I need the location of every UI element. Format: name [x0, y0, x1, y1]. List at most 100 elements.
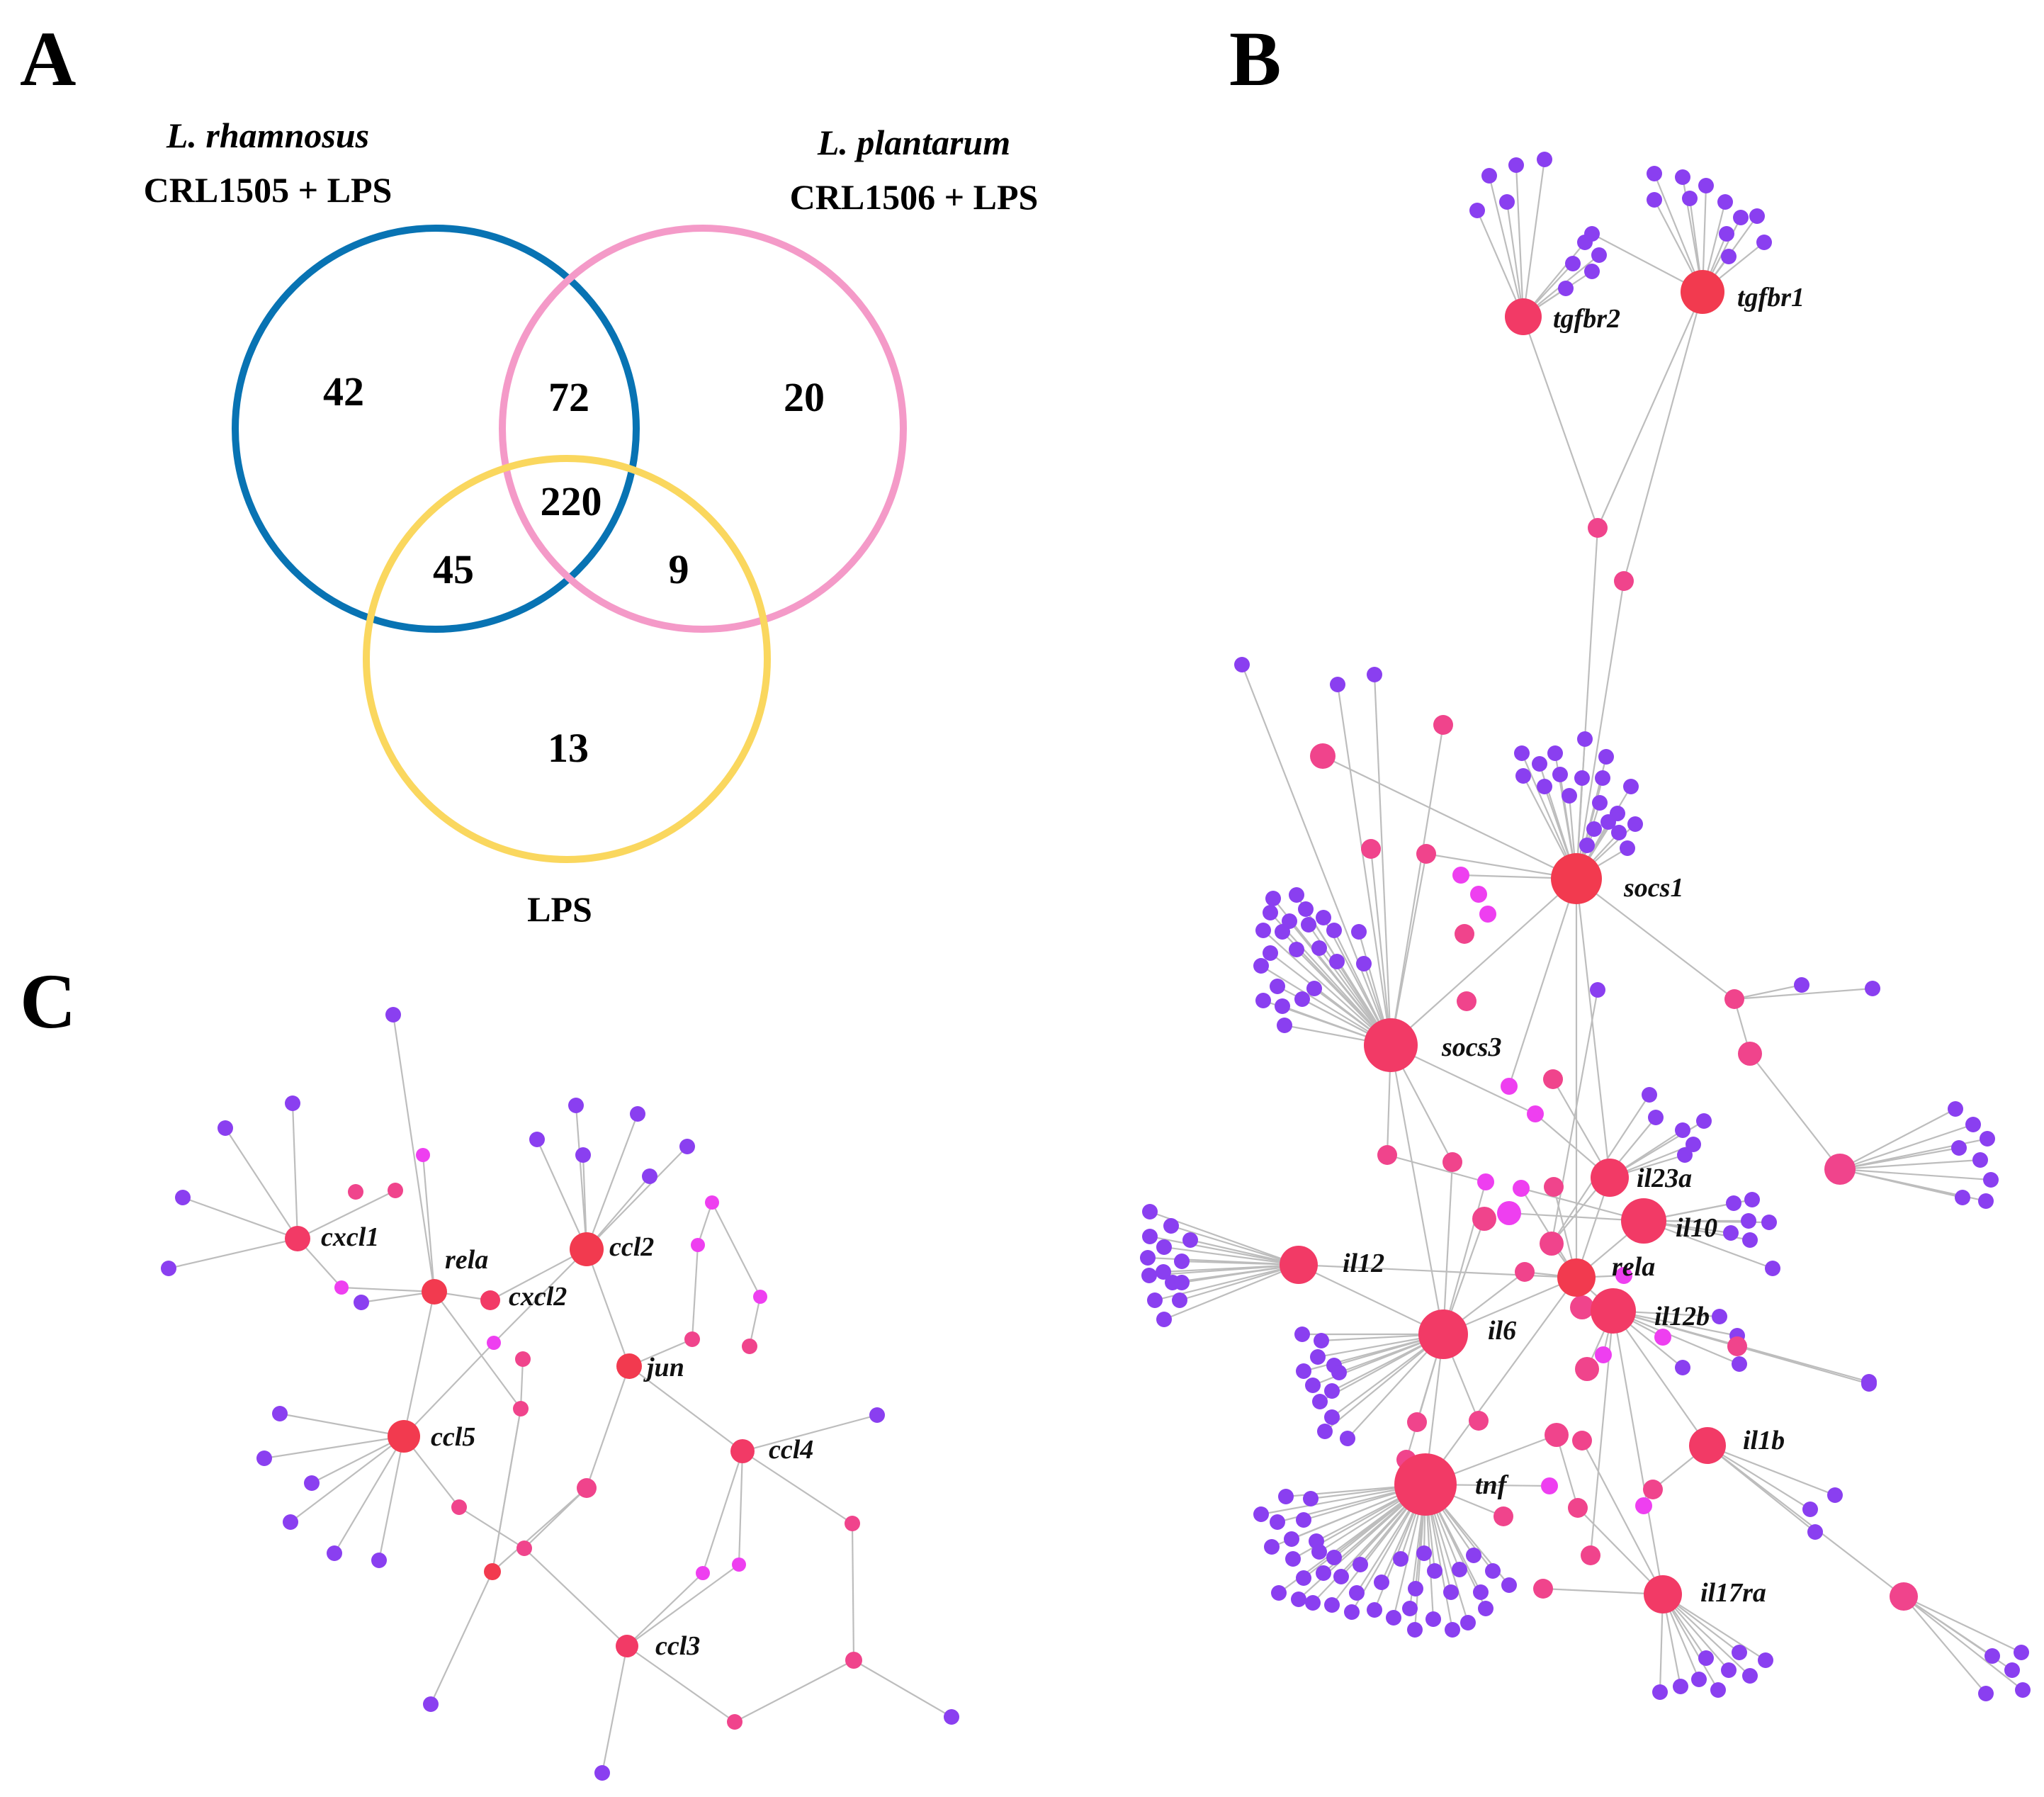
leaf-node-tnf — [1278, 1489, 1294, 1504]
gene-label-tgfbr2: tgfbr2 — [1553, 304, 1620, 334]
venn-label-plantarum-species: L. plantarum — [817, 123, 1010, 162]
leaf-node-tnf — [1349, 1585, 1365, 1601]
leaf-node-il10 — [1761, 1215, 1777, 1230]
leaf-node-tgfbr1 — [1698, 178, 1714, 193]
leaf-node-mid-right — [1972, 1152, 1988, 1168]
venn-count-all-three: 220 — [541, 478, 602, 524]
hub-node-c-cxcl1 — [285, 1226, 310, 1251]
edge-network-c — [748, 1296, 762, 1347]
leaf-node-lower-right-c — [944, 1709, 959, 1725]
leaf-node-ccl5 — [256, 1450, 272, 1466]
leaf-node-cxcl1 — [175, 1190, 191, 1205]
leaf-node-cxcl1 — [218, 1120, 233, 1136]
intermediate-node-c — [484, 1563, 501, 1580]
leaf-node-mid-right — [1978, 1193, 1994, 1209]
edge-network-c — [691, 1244, 699, 1340]
leaf-node-mid-right — [1983, 1172, 1999, 1188]
leaf-node-tnf — [1402, 1601, 1418, 1616]
leaf-node-il17ra — [1691, 1672, 1707, 1687]
edge-network-b — [1581, 1440, 1664, 1595]
leaf-node-il10 — [1741, 1213, 1756, 1229]
leaf-node-lower-right — [1984, 1648, 2000, 1664]
edge-mid-leaf — [1734, 984, 1802, 1001]
network-b-labels: tgfbr2 tgfbr1 socs1 socs3 il23a il10 il1… — [1343, 283, 1805, 1608]
leaf-node-socs1 — [1620, 840, 1635, 856]
leaf-node-il10 — [1744, 1192, 1760, 1207]
leaf-node-ccl5 — [327, 1545, 342, 1561]
edge-ccl2-leaf — [575, 1105, 588, 1250]
gene-label-socs3: socs3 — [1441, 1032, 1501, 1062]
edge-cxcl1-leaf — [225, 1127, 298, 1239]
leaf-node-tnf — [1443, 1584, 1459, 1600]
edge-network-b — [1613, 1310, 1708, 1446]
leaf-node-socs1 — [1515, 768, 1531, 784]
hub-node-b-tgfbr2 — [1505, 298, 1542, 335]
leaf-node-socs3 — [1275, 998, 1290, 1014]
leaf-node-socs3 — [1298, 901, 1314, 917]
leaf-node-socs1 — [1579, 838, 1595, 853]
edge-ccl3-leaf — [601, 1645, 628, 1774]
edge-network-b — [1622, 291, 1704, 582]
leaf-node-socs3 — [1253, 958, 1269, 974]
edge-network-c — [626, 1572, 704, 1647]
edge-mid-right-leaf — [1839, 1168, 1992, 1181]
leaf-node-il12 — [1140, 1250, 1156, 1266]
intermediate-node-b — [1442, 1152, 1462, 1172]
edge-network-c — [742, 1450, 853, 1524]
leaf-node-socs1 — [1623, 779, 1639, 794]
network-c-nodes — [161, 1007, 959, 1781]
leaf-node-tnf — [1353, 1557, 1368, 1572]
leaf-node-tgfbr2 — [1558, 281, 1574, 296]
leaf-node-il12 — [1174, 1254, 1190, 1269]
leaf-node-socs1 — [1562, 788, 1577, 804]
hub-node-b-tgfbr1 — [1681, 270, 1724, 314]
leaf-node-il17ra — [1758, 1652, 1773, 1668]
edge-network-c — [493, 1249, 587, 1343]
edge-network-b — [1390, 878, 1577, 1046]
hub-node-c-relaC — [422, 1279, 447, 1305]
leaf-node-socs3 — [1351, 924, 1367, 940]
leaf-node-tnf — [1296, 1570, 1311, 1586]
edge-network-b — [1508, 878, 1578, 1087]
edge-mid-right-leaf — [1839, 1108, 1956, 1170]
intermediate-node-c — [845, 1652, 862, 1669]
edge-ccl2-leaf — [585, 1113, 639, 1250]
gene-label-cxcl2: cxcl2 — [509, 1282, 567, 1312]
intermediate-node-c — [845, 1516, 860, 1531]
leaf-node-tgfbr1 — [1756, 235, 1772, 250]
leaf-node-il12 — [1142, 1229, 1158, 1244]
venn-circle-rhamnosus — [232, 225, 640, 633]
leaf-node-cxcl1 — [161, 1261, 176, 1276]
leaf-node-rela-c — [385, 1007, 401, 1023]
leaf-node-socs3 — [1255, 993, 1271, 1008]
gene-label-il17ra: il17ra — [1700, 1578, 1766, 1608]
intermediate-node-c — [742, 1339, 757, 1354]
leaf-node-lower-right — [1978, 1686, 1994, 1701]
leaf-node-il6 — [1312, 1394, 1328, 1409]
leaf-node-tgfbr2 — [1537, 152, 1552, 167]
leaf-node-socs3 — [1265, 891, 1281, 906]
leaf-node-il12b — [1732, 1356, 1747, 1372]
edge-il1b-leaf — [1707, 1444, 1836, 1497]
leaf-node-il10 — [1742, 1232, 1758, 1248]
gene-label-il12b: il12b — [1654, 1302, 1710, 1331]
hub-node-b-il17ra — [1644, 1575, 1682, 1613]
panel-letter-a: A — [20, 16, 76, 102]
edge-lower-right-leaf — [1903, 1596, 2022, 1653]
intermediate-node-b — [1472, 1207, 1496, 1231]
leaf-node-tnf — [1264, 1539, 1280, 1555]
edge-network-c — [402, 1291, 436, 1437]
leaf-node-socs3 — [1356, 956, 1372, 971]
leaf-node-il12 — [1163, 1218, 1179, 1234]
leaf-node-tgfbr2 — [1469, 203, 1485, 218]
venn-count-plantarum-lps: 9 — [669, 546, 689, 592]
leaf-node-tnf — [1478, 1601, 1494, 1616]
intermediate-node-c — [487, 1336, 501, 1350]
intermediate-node-b — [1433, 715, 1453, 735]
gene-label-ccl4: ccl4 — [769, 1435, 813, 1465]
leaf-node-il17ra — [1732, 1645, 1747, 1660]
leaf-node-mid-right — [1948, 1101, 1963, 1117]
leaf-node-il1b — [1807, 1524, 1823, 1540]
leaf-node-mid-right — [1965, 1117, 1981, 1132]
leaf-node-il6 — [1310, 1349, 1326, 1365]
